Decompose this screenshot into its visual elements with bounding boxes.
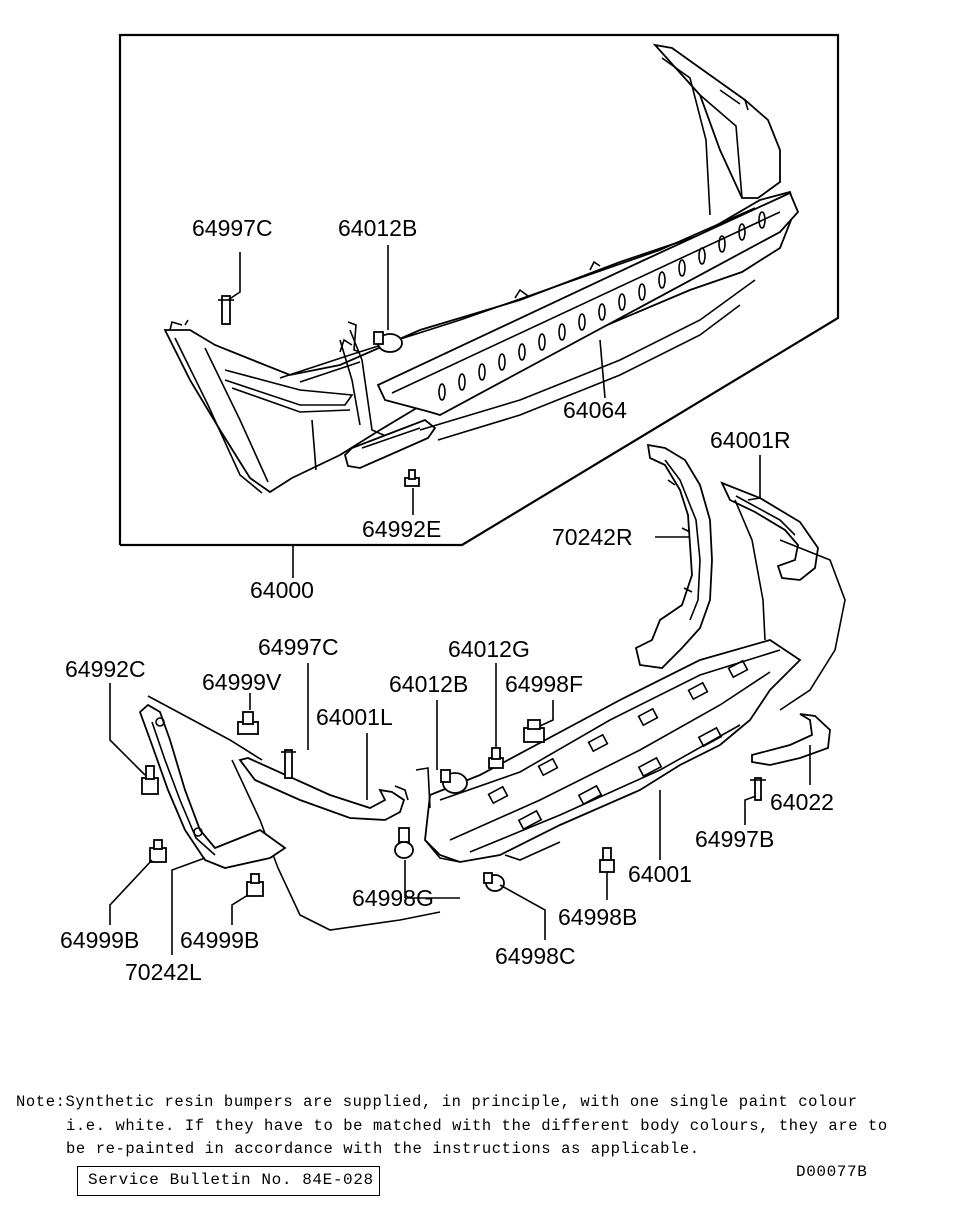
bumper-outline-curve	[734, 499, 846, 711]
assembly-box-outline	[118, 33, 840, 547]
label-64001: 64001	[628, 861, 692, 887]
bumper-reinforcement-drawing	[376, 191, 800, 416]
screw-64992e-drawing	[404, 469, 420, 487]
clip-64997b-drawing	[750, 777, 766, 801]
label-70242l: 70242L	[125, 959, 202, 985]
extension-64001l-drawing	[238, 757, 431, 821]
clip-64997c-top-drawing	[218, 295, 234, 325]
note-line-2: i.e. white. If they have to be matched w…	[66, 1117, 888, 1135]
screw-64998b-drawing	[599, 847, 615, 873]
label-64997b: 64997B	[695, 826, 774, 852]
screw-64998g-drawing	[394, 827, 414, 859]
clip-64012b-low-drawing	[440, 769, 468, 794]
screw-64998c-drawing	[483, 872, 505, 892]
label-64012b-top: 64012B	[338, 215, 417, 241]
clip-64012b-top-drawing	[347, 321, 403, 353]
dash-line-left	[147, 695, 263, 761]
label-64998b: 64998B	[558, 904, 637, 930]
label-64998g: 64998G	[352, 885, 434, 911]
label-64000: 64000	[250, 577, 314, 603]
clip-64998f-drawing	[523, 719, 545, 743]
label-64997c-top: 64997C	[192, 215, 273, 241]
extension-64022-drawing	[751, 713, 831, 766]
leader-lines	[109, 245, 811, 955]
label-64064: 64064	[563, 397, 627, 423]
clip-64997c-low-drawing	[281, 749, 296, 779]
clip-64012g-drawing	[488, 747, 504, 769]
label-64999b-a: 64999B	[60, 927, 139, 953]
label-64012b-low: 64012B	[389, 671, 468, 697]
label-64997c-low: 64997C	[258, 634, 339, 660]
label-64022: 64022	[770, 789, 834, 815]
clip-64999b-a-drawing	[149, 839, 167, 863]
under-cover-64001-drawing	[424, 639, 802, 863]
label-64992c: 64992C	[65, 656, 146, 682]
label-64992e: 64992E	[362, 516, 441, 542]
label-64999b-b: 64999B	[180, 927, 259, 953]
clip-64999v-drawing	[237, 711, 259, 735]
label-64001l: 64001L	[316, 704, 393, 730]
service-bulletin-box: Service Bulletin No. 84E-028	[77, 1166, 380, 1196]
screw-64992c-drawing	[141, 765, 159, 795]
bumper-outline-curve-left	[231, 759, 441, 931]
label-64998f: 64998F	[505, 671, 583, 697]
label-64998c: 64998C	[495, 943, 576, 969]
label-64012g: 64012G	[448, 636, 530, 662]
extension-64001r-drawing	[720, 481, 819, 581]
bracket-70242l-drawing	[138, 703, 287, 869]
label-64001r: 64001R	[710, 427, 791, 453]
label-70242r: 70242R	[552, 524, 633, 550]
bracket-70242r-drawing	[634, 443, 713, 669]
drawing-code: D00077B	[796, 1163, 868, 1181]
note-line-1: Note:Synthetic resin bumpers are supplie…	[16, 1093, 858, 1111]
note-line-3: be re-painted in accordance with the ins…	[66, 1140, 700, 1158]
clip-64999b-b-drawing	[246, 873, 264, 897]
label-64999v: 64999V	[202, 669, 282, 695]
